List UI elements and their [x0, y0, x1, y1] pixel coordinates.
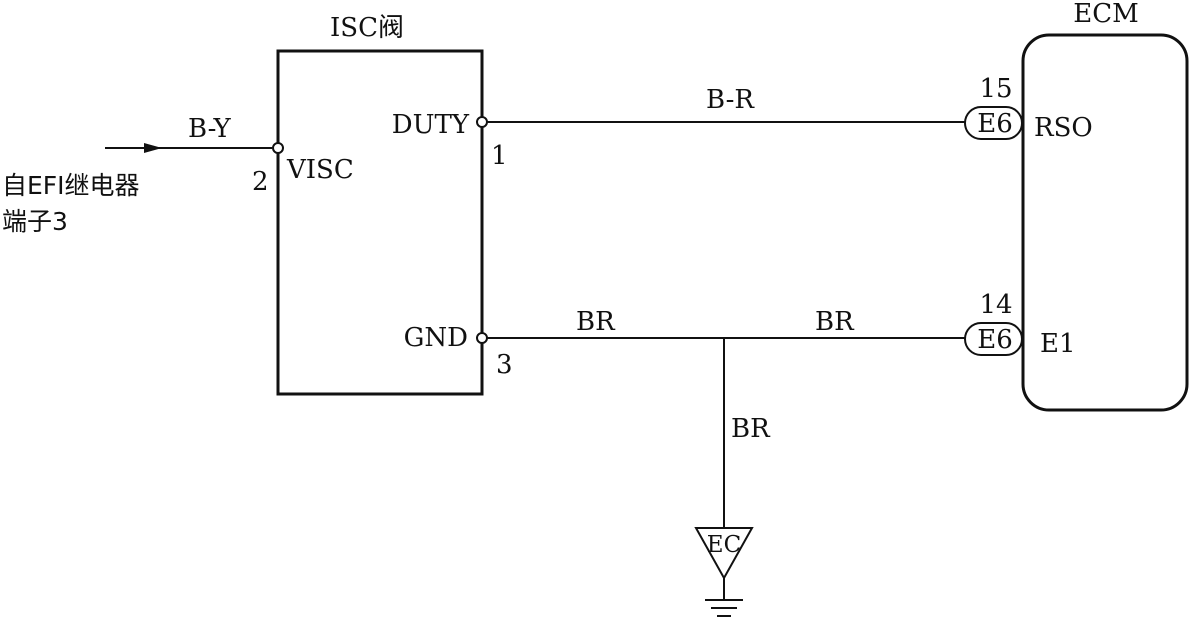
pin-gnd-name: GND	[404, 323, 468, 353]
wire-label-b-r: B-R	[706, 85, 755, 115]
source-label-line1: 自EFI继电器	[2, 171, 140, 200]
isc-valve-title: ISC阀	[330, 13, 404, 43]
source-label-line2: 端子3	[2, 207, 68, 236]
pin-gnd-number: 3	[496, 350, 513, 380]
connector-e6-rso-label: E6	[977, 109, 1013, 139]
pin-duty-number: 1	[491, 141, 508, 171]
wire-label-br-left: BR	[576, 307, 616, 337]
pin-duty-name: DUTY	[392, 110, 470, 140]
pin-visc-name: VISC	[286, 155, 354, 185]
pin-rso-name: RSO	[1034, 113, 1093, 143]
wire-label-b-y: B-Y	[188, 114, 232, 144]
terminal-duty	[476, 116, 488, 128]
ecm-box	[1021, 33, 1189, 412]
ground-label: EC	[707, 532, 741, 558]
input-wire	[105, 143, 272, 153]
pin-e1-name: E1	[1040, 329, 1076, 359]
ground-ec	[694, 527, 754, 617]
pin-e1-number: 14	[979, 290, 1012, 320]
pin-visc-number: 2	[252, 167, 269, 197]
connector-e6-e1-label: E6	[977, 325, 1013, 355]
wire-label-br-down: BR	[731, 414, 771, 444]
terminal-gnd	[476, 332, 488, 344]
ecm-title: ECM	[1073, 0, 1139, 29]
arrow-right-icon	[144, 143, 162, 153]
wire-label-br-right: BR	[815, 307, 855, 337]
connector-e6-e1	[964, 322, 1023, 356]
ground-triangle-icon	[694, 527, 754, 581]
isc-valve-box	[276, 49, 484, 396]
terminal-visc	[272, 142, 284, 154]
connector-e6-rso	[964, 106, 1023, 140]
pin-rso-number: 15	[979, 74, 1012, 104]
